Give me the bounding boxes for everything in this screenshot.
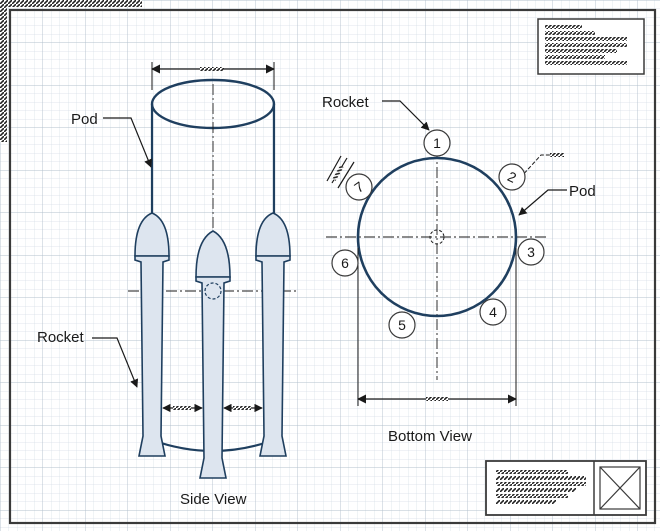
bottom-view: 1 2 3 4 5 6 7 Rocket Pod Bot xyxy=(322,94,596,445)
rocket-number-1: 1 xyxy=(433,135,441,151)
pod-circle xyxy=(356,156,518,318)
side-view: Pod Rocket Side View xyxy=(37,62,296,508)
side-pod-label: Pod xyxy=(71,111,98,128)
rocket-leader xyxy=(92,337,139,388)
rocket-number-4: 4 xyxy=(489,304,497,320)
corner-hatch-left xyxy=(0,0,7,142)
rocket-marker-7: 7 xyxy=(345,173,373,201)
pod-leader xyxy=(103,117,153,168)
bottom-pod-label: Pod xyxy=(569,183,596,200)
rocket-2-leader xyxy=(519,154,553,179)
bottom-view-title: Bottom View xyxy=(388,428,472,445)
bottom-rocket-leader xyxy=(382,100,430,131)
corner-hatch-top xyxy=(0,0,142,7)
rocket-marker-1: 1 xyxy=(423,129,451,157)
sheet-border xyxy=(8,8,657,525)
rocket-center xyxy=(195,230,231,479)
rocket-marker-6: 6 xyxy=(331,249,359,277)
side-view-title: Side View xyxy=(180,491,247,508)
side-rocket-label: Rocket xyxy=(37,329,85,346)
rocket-left xyxy=(134,212,170,457)
rocket-marker-4: 4 xyxy=(479,298,507,326)
rocket-marker-3: 3 xyxy=(517,238,545,266)
rocket-marker-5: 5 xyxy=(388,311,416,339)
bottom-pod-leader xyxy=(518,189,567,216)
center-mark xyxy=(429,229,445,245)
bottom-rocket-label: Rocket xyxy=(322,94,370,111)
rocket-number-6: 6 xyxy=(341,255,349,271)
rocket-right xyxy=(255,212,291,457)
rocket-marker-2: 2 xyxy=(498,163,526,191)
rocket-number-3: 3 xyxy=(527,244,535,260)
rocket-number-5: 5 xyxy=(398,317,406,333)
title-block-top xyxy=(537,18,645,75)
title-block-bottom xyxy=(485,460,647,516)
